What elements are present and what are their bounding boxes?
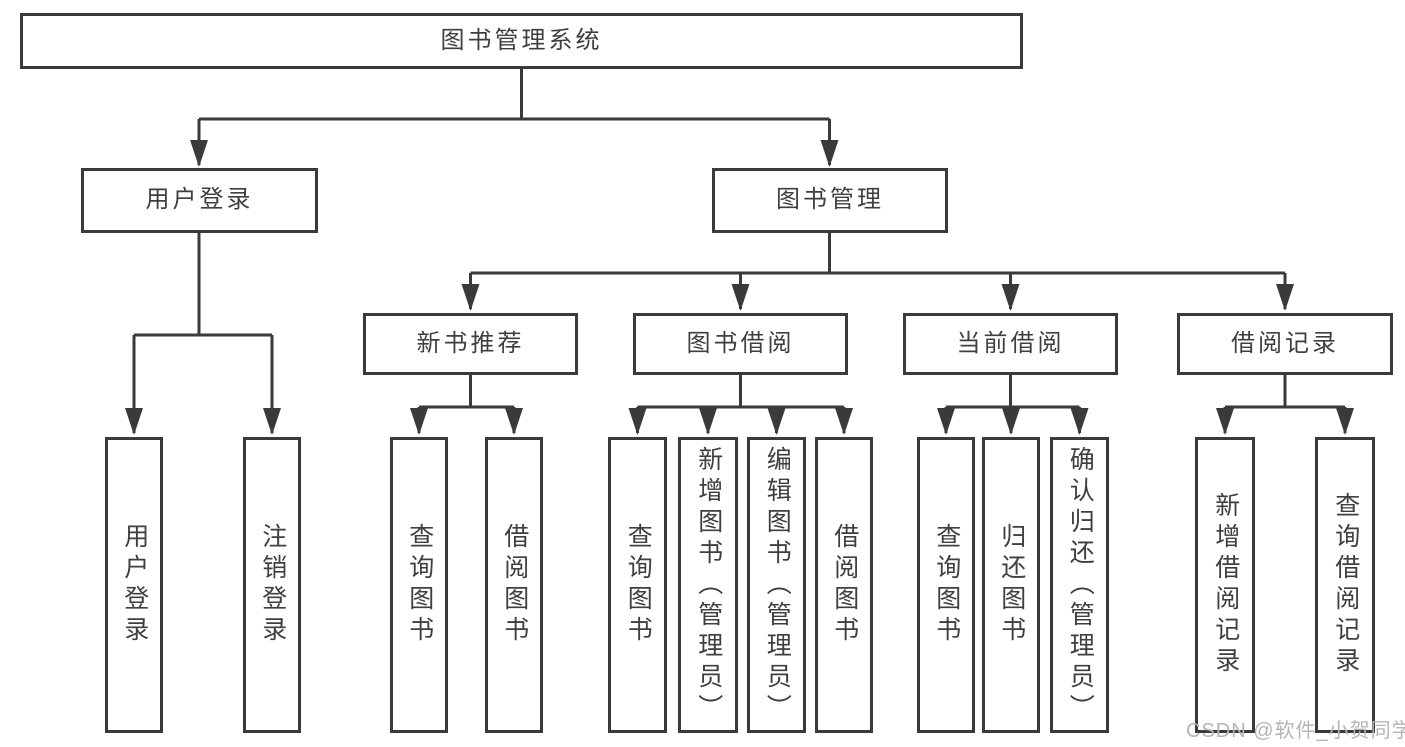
node-label: 借阅图书 (830, 523, 859, 647)
node-label: 借阅图书 (500, 523, 529, 647)
leaf-borrow-books-recommend: 借阅图书 (485, 437, 543, 733)
node-library-system: 图书管理系统 (20, 13, 1023, 69)
node-current-borrowing: 当前借阅 (903, 313, 1118, 375)
node-label: 图书管理系统 (440, 26, 603, 54)
node-label: 当前借阅 (956, 329, 1065, 357)
node-borrow-records: 借阅记录 (1177, 313, 1393, 375)
leaf-query-books-borrowing: 查询图书 (608, 437, 667, 733)
node-label: 查询图书 (624, 523, 653, 647)
node-label: 图书管理 (776, 186, 884, 214)
node-label: 查询图书 (932, 523, 961, 647)
node-label: 用户登录 (120, 523, 149, 647)
leaf-edit-book-admin: 编辑图书（管理员） (747, 437, 806, 733)
node-label: 确认归还（管理员） (1066, 445, 1095, 725)
leaf-return-book: 归还图书 (982, 437, 1040, 733)
leaf-query-borrow-record: 查询借阅记录 (1315, 437, 1375, 733)
node-label: 查询图书 (405, 523, 434, 647)
node-new-book-recommend: 新书推荐 (363, 313, 578, 375)
leaf-logout: 注销登录 (243, 437, 301, 733)
leaf-add-borrow-record: 新增借阅记录 (1195, 437, 1255, 733)
node-label: 用户登录 (145, 186, 254, 214)
leaf-borrow-books-borrowing: 借阅图书 (815, 437, 873, 733)
leaf-user-login: 用户登录 (105, 437, 163, 733)
node-label: 编辑图书（管理员） (763, 445, 792, 725)
node-label: 归还图书 (997, 523, 1026, 647)
node-label: 图书借阅 (686, 329, 795, 357)
node-label: 借阅记录 (1231, 329, 1339, 357)
node-user-login: 用户登录 (81, 168, 318, 233)
watermark: CSDN @软件_小贺同学 (1186, 720, 1405, 742)
node-label: 注销登录 (258, 523, 287, 647)
node-label: 新增借阅记录 (1211, 492, 1240, 678)
leaf-add-book-admin: 新增图书（管理员） (678, 437, 738, 733)
leaf-query-books-current: 查询图书 (917, 437, 975, 733)
node-book-borrowing: 图书借阅 (633, 313, 848, 375)
node-book-management: 图书管理 (712, 168, 948, 233)
node-label: 查询借阅记录 (1331, 492, 1360, 678)
node-label: 新书推荐 (416, 329, 525, 357)
node-label: 新增图书（管理员） (694, 445, 723, 725)
leaf-query-books-recommend: 查询图书 (390, 437, 448, 733)
leaf-confirm-return-admin: 确认归还（管理员） (1050, 437, 1109, 733)
